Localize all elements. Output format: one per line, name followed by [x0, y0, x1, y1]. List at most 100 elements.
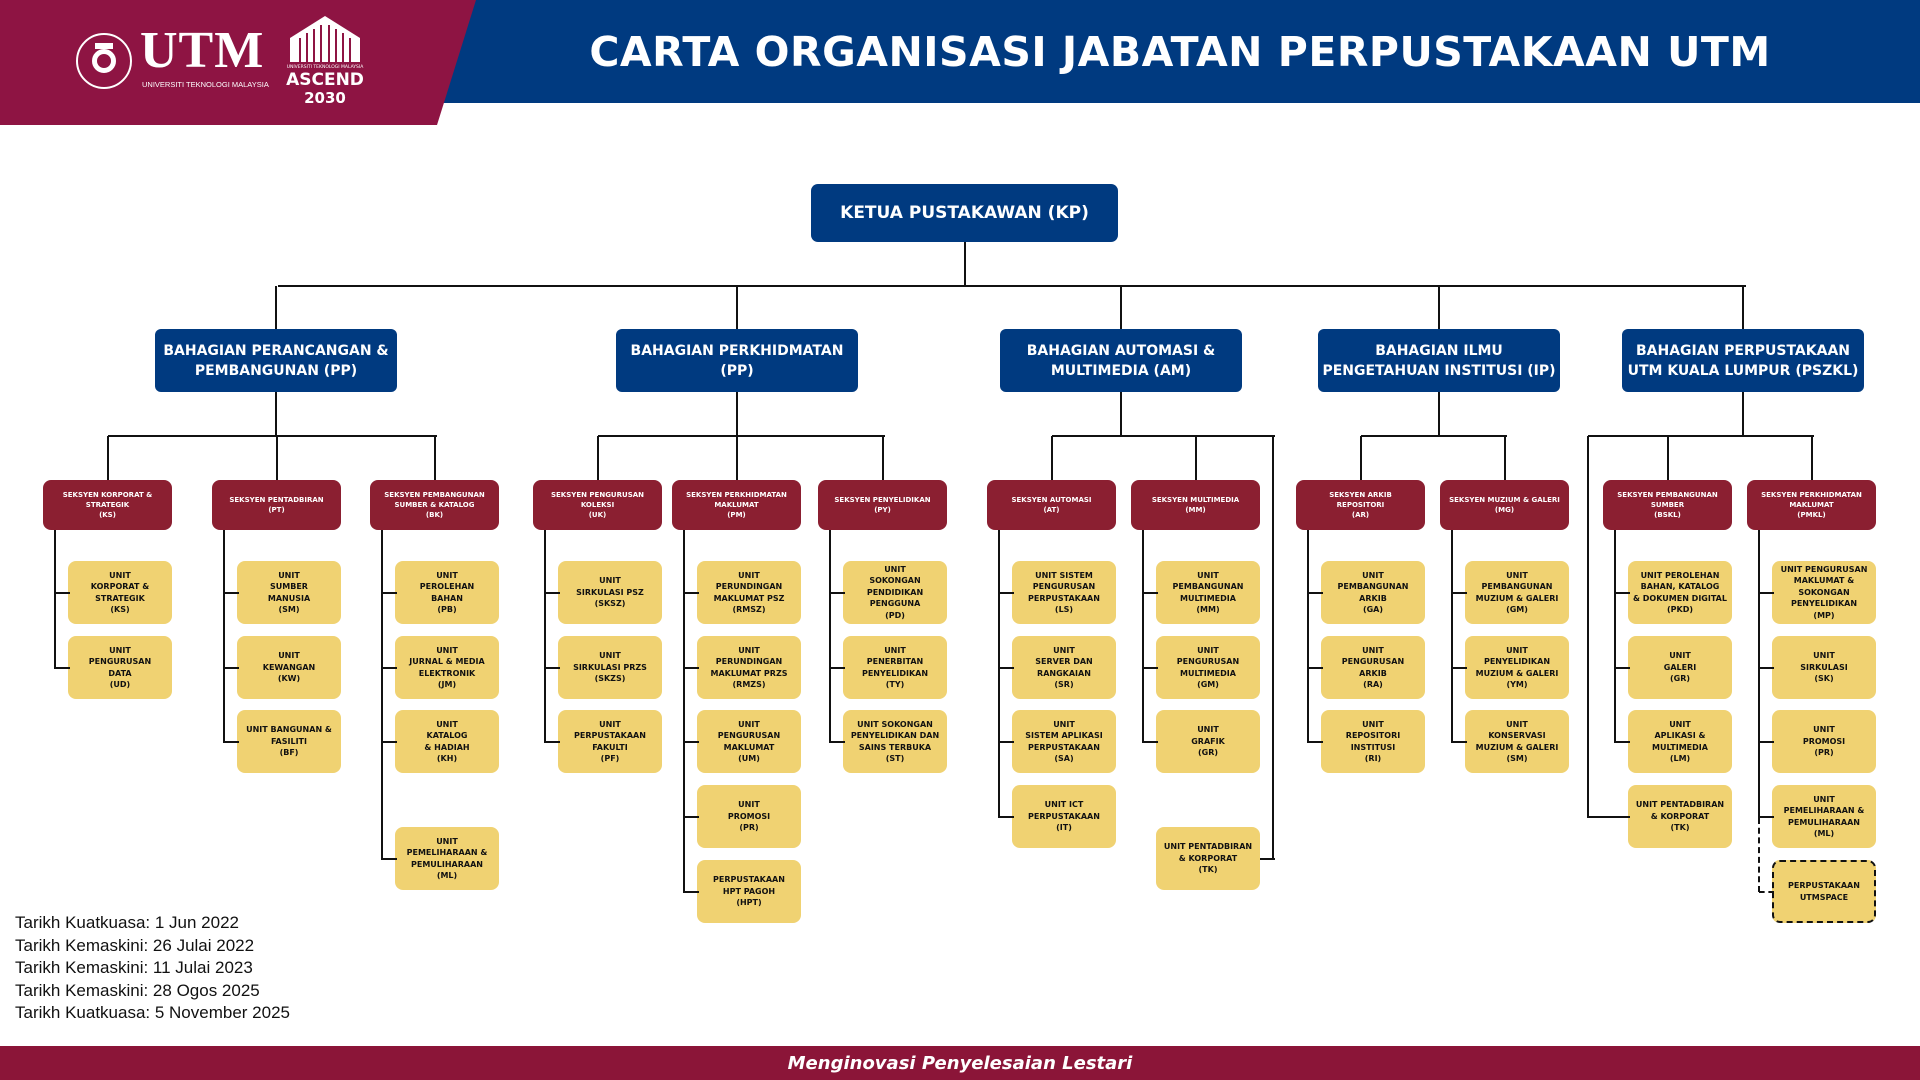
connector-line [735, 436, 738, 480]
connector-line [999, 740, 1014, 743]
connector-line [1360, 435, 1507, 437]
connector-line [278, 285, 1746, 287]
connector-line [1810, 436, 1813, 480]
connector-line [1587, 436, 1589, 818]
unit-box: UNIT SISTEM PENGURUSAN PERPUSTAKAAN (LS) [1012, 561, 1116, 624]
section-box: SEKSYEN ARKIB REPOSITORI (AR) [1296, 480, 1425, 530]
section-box: SEKSYEN PENYELIDIKAN (PY) [818, 480, 947, 530]
connector-line [545, 591, 560, 594]
connector-line [54, 530, 56, 669]
date-notes: Tarikh Kuatkuasa: 1 Jun 2022 Tarikh Kema… [15, 912, 290, 1025]
connector-line [999, 666, 1014, 669]
section-box: SEKSYEN MULTIMEDIA (MM) [1131, 480, 1260, 530]
connector-line [1759, 591, 1774, 594]
section-box: SEKSYEN PERKHIDMATAN MAKLUMAT (PMKL) [1747, 480, 1876, 530]
connector-line [736, 392, 738, 437]
connector-line [223, 530, 225, 743]
connector-line [830, 591, 845, 594]
ascend-logo-icon [290, 16, 360, 62]
section-box: SEKSYEN PEMBANGUNAN SUMBER (BSKL) [1603, 480, 1732, 530]
header-blue-bar [430, 0, 1920, 103]
unit-box: PERPUSTAKAAN HPT PAGOH (HPT) [697, 860, 801, 923]
unit-box: UNIT KATALOG & HADIAH (KH) [395, 710, 499, 773]
connector-line [1588, 435, 1814, 437]
connector-line [1615, 666, 1630, 669]
connector-line [1759, 666, 1774, 669]
ascend-logo-text: ASCEND [286, 70, 364, 90]
connector-line [1614, 530, 1616, 743]
unit-box: UNIT PEMBANGUNAN MULTIMEDIA (MM) [1156, 561, 1260, 624]
unit-box: UNIT PEMELIHARAAN & PEMULIHARAAN (ML) [1772, 785, 1876, 848]
unit-box: UNIT PENGURUSAN ARKIB (RA) [1321, 636, 1425, 699]
connector-line [275, 392, 277, 437]
connector-line [1452, 591, 1467, 594]
connector-line [1615, 591, 1630, 594]
connector-line [964, 242, 966, 287]
connector-line [597, 435, 885, 437]
division-box: BAHAGIAN AUTOMASI & MULTIMEDIA (AM) [1000, 329, 1242, 392]
date-note: Tarikh Kemaskini: 11 Julai 2023 [15, 958, 253, 977]
connector-line [1260, 857, 1275, 860]
unit-box: UNIT SIRKULASI (SK) [1772, 636, 1876, 699]
date-note: Tarikh Kemaskini: 26 Julai 2022 [15, 935, 255, 955]
connector-line [1666, 436, 1669, 480]
connector-line [1308, 740, 1323, 743]
connector-line [830, 666, 845, 669]
unit-box: UNIT PEMELIHARAAN & PEMULIHARAAN (ML) [395, 827, 499, 890]
section-box: SEKSYEN MUZIUM & GALERI (MG) [1440, 480, 1569, 530]
division-box: BAHAGIAN ILMU PENGETAHUAN INSTITUSI (IP) [1318, 329, 1560, 392]
connector-line [224, 740, 239, 743]
connector-line [1759, 890, 1774, 893]
connector-line [829, 530, 831, 743]
unit-box: UNIT KORPORAT & STRATEGIK (KS) [68, 561, 172, 624]
connector-line [683, 530, 685, 893]
date-note: Tarikh Kuatkuasa: 1 Jun 2022 [15, 913, 239, 932]
section-box: SEKSYEN PENGURUSAN KOLEKSI (UK) [533, 480, 662, 530]
unit-box: UNIT JURNAL & MEDIA ELEKTRONIK (JM) [395, 636, 499, 699]
connector-line [1438, 286, 1440, 330]
connector-line [881, 436, 884, 480]
connector-line [224, 591, 239, 594]
connector-line [1452, 666, 1467, 669]
unit-box: UNIT PEMBANGUNAN MUZIUM & GALERI (GM) [1465, 561, 1569, 624]
unit-box: UNIT PENGURUSAN DATA (UD) [68, 636, 172, 699]
page-title: CARTA ORGANISASI JABATAN PERPUSTAKAAN UT… [440, 0, 1920, 103]
unit-box: UNIT PENERBITAN PENYELIDIKAN (TY) [843, 636, 947, 699]
connector-line [1451, 530, 1453, 743]
connector-line [55, 666, 70, 669]
connector-line [381, 530, 383, 860]
unit-box: UNIT PENGURUSAN MAKLUMAT & SOKONGAN PENY… [1772, 561, 1876, 624]
connector-line [999, 815, 1014, 818]
connector-line [998, 530, 1000, 818]
footer-bar: Menginovasi Penyelesaian Lestari [0, 1046, 1920, 1080]
connector-line [830, 740, 845, 743]
connector-line [1142, 530, 1144, 743]
utm-logo-text: UTM [140, 22, 265, 79]
header-logo-panel: UTM UNIVERSITI TEKNOLOGI MALAYSIA UNIVER… [0, 0, 476, 125]
unit-box: UNIT ICT PERPUSTAKAAN (IT) [1012, 785, 1116, 848]
connector-line [1143, 740, 1158, 743]
connector-line [684, 740, 699, 743]
unit-box: UNIT APLIKASI & MULTIMEDIA (LM) [1628, 710, 1732, 773]
connector-line [684, 815, 699, 818]
utm-emblem-icon [76, 33, 132, 89]
connector-line [999, 591, 1014, 594]
unit-box: UNIT KEWANGAN (KW) [237, 636, 341, 699]
unit-box: UNIT PENTADBIRAN & KORPORAT (TK) [1628, 785, 1732, 848]
unit-box: UNIT SIRKULASI PRZS (SKZS) [558, 636, 662, 699]
unit-box: UNIT SUMBER MANUSIA (SM) [237, 561, 341, 624]
ascend-logo-year: 2030 [304, 89, 346, 107]
connector-line [1438, 392, 1440, 437]
connector-line [545, 666, 560, 669]
connector-line [1308, 666, 1323, 669]
connector-line [1307, 530, 1309, 743]
connector-line [1194, 436, 1197, 480]
connector-line [596, 436, 599, 480]
unit-box: UNIT PENGURUSAN MULTIMEDIA (GM) [1156, 636, 1260, 699]
unit-box: UNIT SERVER DAN RANGKAIAN (SR) [1012, 636, 1116, 699]
connector-line [1759, 740, 1774, 743]
unit-box: UNIT BANGUNAN & FASILITI (BF) [237, 710, 341, 773]
date-note: Tarikh Kemaskini: 28 Ogos 2025 [15, 980, 260, 1000]
division-box: BAHAGIAN PERKHIDMATAN (PP) [616, 329, 858, 392]
connector-line [382, 857, 397, 860]
